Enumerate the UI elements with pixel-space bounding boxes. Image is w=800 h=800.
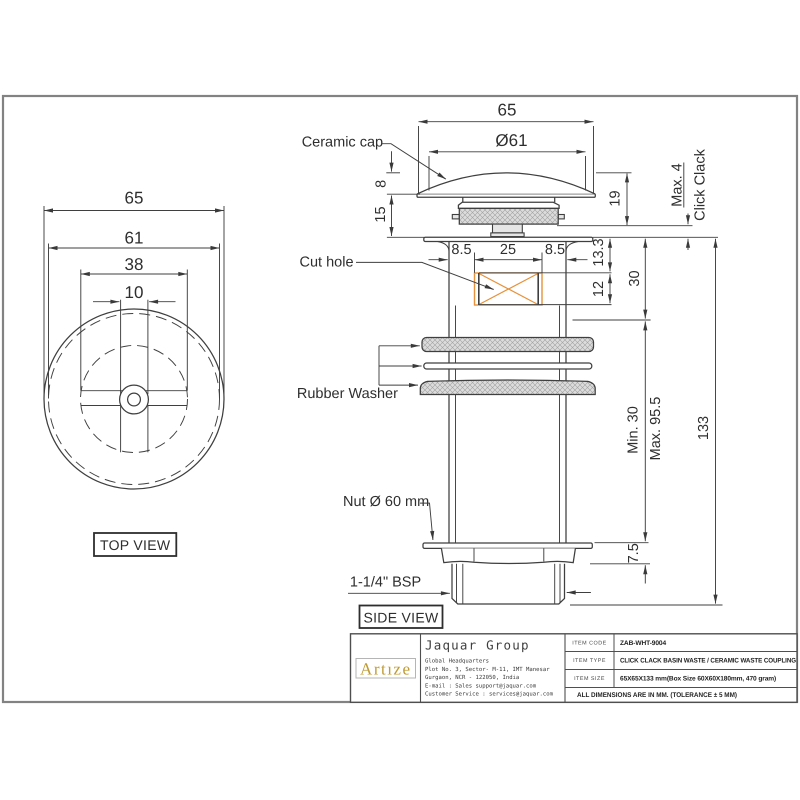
sv-collar-flange — [457, 201, 560, 210]
sv-leader-ceramic-cap — [381, 143, 446, 180]
tb-item-size-label: ITEM SIZE — [574, 676, 605, 682]
sv-collar-tab-left — [451, 213, 460, 220]
sv-spigot-neck — [491, 223, 523, 234]
top-view-outer-circle — [43, 308, 225, 490]
artize-logo: Artıze — [360, 660, 411, 679]
tb-address-line-3: Gurgaon, NCR - 122050, India — [425, 674, 519, 681]
top-view-center-hole — [126, 392, 142, 407]
sv-cap-dome — [417, 172, 596, 195]
tb-address-line-4: E-mail : Sales support@jaquar.com — [425, 682, 537, 689]
sv-cap-rim — [416, 193, 596, 198]
sv-cut-hole — [473, 272, 543, 306]
tb-item-code-value: ZAB-WHT-9004 — [620, 640, 666, 647]
sv-collar-tab-right — [557, 213, 565, 220]
sv-dim-85-left: 8.5 — [451, 242, 471, 258]
sv-deck-fillet-left — [437, 241, 450, 252]
side-view: 65 Ø61 8 15 19 Max. 4 Click Clack — [297, 101, 723, 629]
tb-company-name: Jaquar Group — [425, 638, 530, 653]
sv-dim-30: 30 — [627, 270, 643, 286]
sv-label-rubber-washer: Rubber Washer — [297, 386, 398, 402]
sv-dim-max955: Max. 95.5 — [648, 397, 664, 461]
sv-dim-min30: Min. 30 — [626, 406, 642, 454]
tv-dim-38: 38 — [125, 255, 144, 274]
sv-washer-top — [421, 336, 595, 353]
sv-thread-outline — [451, 563, 566, 605]
sv-dim-19: 19 — [608, 190, 624, 206]
sv-dim-75: 7.5 — [626, 543, 642, 563]
sv-washer-middle — [423, 362, 593, 370]
artize-logo-box — [355, 658, 416, 679]
sv-nut-plate — [422, 542, 593, 550]
sv-leader-ceramic-cap-arrow — [437, 172, 447, 180]
sv-label-bsp: 1-1/4" BSP — [350, 575, 421, 591]
tb-item-code-label: ITEM CODE — [572, 640, 606, 646]
title-block-border — [349, 633, 798, 703]
sv-nut-body — [440, 548, 577, 565]
tv-dim-10: 10 — [125, 283, 144, 302]
tb-address-line-1: Global Headquarters — [425, 658, 489, 665]
top-view-dashed-circle-38 — [80, 345, 188, 453]
side-view-label-box — [358, 604, 444, 629]
tb-item-type-value: CLICK CLACK BASIN WASTE / CERAMIC WASTE … — [620, 658, 796, 665]
tv-dim-65: 65 — [125, 189, 144, 208]
sv-label-nut: Nut Ø 60 mm — [343, 494, 429, 510]
sv-dim-max4: Max. 4 — [670, 163, 686, 207]
sv-deck-plate — [423, 236, 594, 243]
sv-cut-hole-diag-2 — [478, 272, 539, 306]
top-view-label-box — [93, 532, 178, 557]
tv-dim-61: 61 — [125, 229, 144, 248]
top-view-hub-circle — [118, 384, 150, 415]
top-view: 65 61 38 10 TOP VIEW — [43, 189, 225, 557]
sv-knurled-collar — [458, 207, 559, 225]
sv-dim-8: 8 — [374, 180, 390, 188]
tb-address-line-2: Plot No. 3, Sector- M-11, IMT Manesar — [425, 666, 550, 673]
sv-leader-cut-hole-arrow — [484, 284, 494, 290]
tb-note: ALL DIMENSIONS ARE IN MM. (TOLERANCE ± 5… — [577, 692, 737, 699]
sv-spigot-flange — [490, 232, 525, 238]
sv-dim-133mm: 13.3 — [591, 238, 607, 266]
top-view-label: TOP VIEW — [100, 537, 171, 553]
sv-dim-clickclack: Click Clack — [693, 148, 709, 220]
sv-dim-25: 25 — [500, 242, 516, 258]
sv-dim-15: 15 — [373, 206, 389, 222]
title-block: Artıze Jaquar Group Global Headquarters … — [349, 633, 798, 703]
side-view-label: SIDE VIEW — [363, 609, 439, 625]
sv-dim-65: 65 — [498, 101, 517, 120]
tb-item-size-value: 65X65X133 mm(Box Size 60X60X180mm, 470 g… — [620, 676, 776, 683]
sv-deck-fillet-right — [565, 241, 579, 252]
sv-dim-85-right: 8.5 — [545, 242, 565, 258]
sv-dim-12: 12 — [591, 281, 607, 297]
sv-dim-133: 133 — [696, 416, 712, 440]
tb-address-line-5: Customer Service : services@jaquar.com — [425, 691, 554, 698]
sv-washer-bottom — [419, 379, 596, 396]
sv-leader-nut — [420, 502, 434, 539]
sv-dim-61: Ø61 — [495, 131, 527, 150]
sv-label-cut-hole: Cut hole — [300, 254, 354, 270]
top-view-dashed-circle-61 — [48, 313, 220, 485]
sv-leader-cut-hole — [356, 261, 494, 290]
tb-item-type-label: ITEM TYPE — [573, 658, 606, 664]
sv-label-ceramic-cap: Ceramic cap — [302, 134, 383, 150]
